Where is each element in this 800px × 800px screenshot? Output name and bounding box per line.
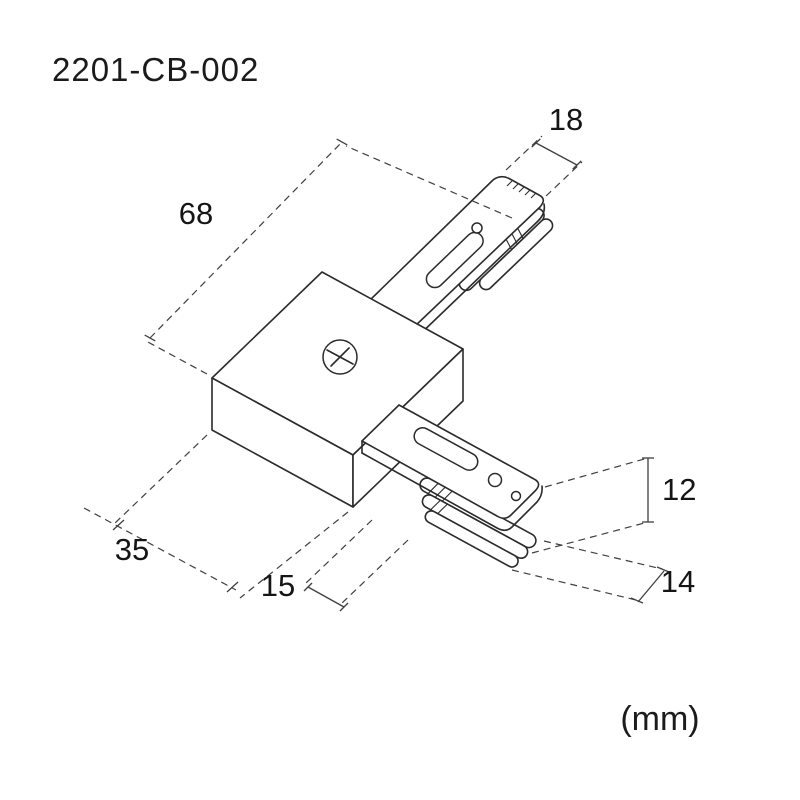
top-arm-plate-stack: [458, 207, 554, 292]
top-arm-slot: [425, 231, 484, 289]
part-number: 2201-CB-002: [52, 51, 259, 88]
dimension-track-end-height: 12: [531, 457, 696, 554]
dimension-track-end-width: 18: [505, 102, 583, 197]
dim-label-15: 15: [261, 568, 295, 603]
top-track-arm: [367, 175, 554, 341]
dimension-body-width: 35: [83, 434, 349, 599]
bottom-track-arm: [361, 404, 543, 568]
top-arm-bottom-edge: [413, 203, 546, 341]
dim-label-18: 18: [549, 102, 583, 137]
bottom-arm-bottom-edge: [361, 452, 543, 532]
bottom-arm-slot: [413, 427, 479, 471]
bottom-arm-hole-large: [487, 472, 503, 488]
bottom-arm-hole-small: [510, 490, 522, 502]
screw-icon: [322, 339, 358, 375]
dimension-body-edge-offset: 15: [261, 519, 409, 612]
top-arm-hole: [471, 222, 483, 234]
unit-label: (mm): [620, 700, 699, 738]
dim-label-68: 68: [179, 196, 213, 231]
dimension-overall-length: 68: [144, 138, 513, 375]
top-arm-serrations: [506, 180, 537, 199]
dim-label-14: 14: [661, 564, 695, 599]
dim-label-12: 12: [662, 472, 696, 507]
dim-label-35: 35: [115, 532, 149, 567]
dimension-track-end-bottom-width: 14: [511, 540, 695, 604]
